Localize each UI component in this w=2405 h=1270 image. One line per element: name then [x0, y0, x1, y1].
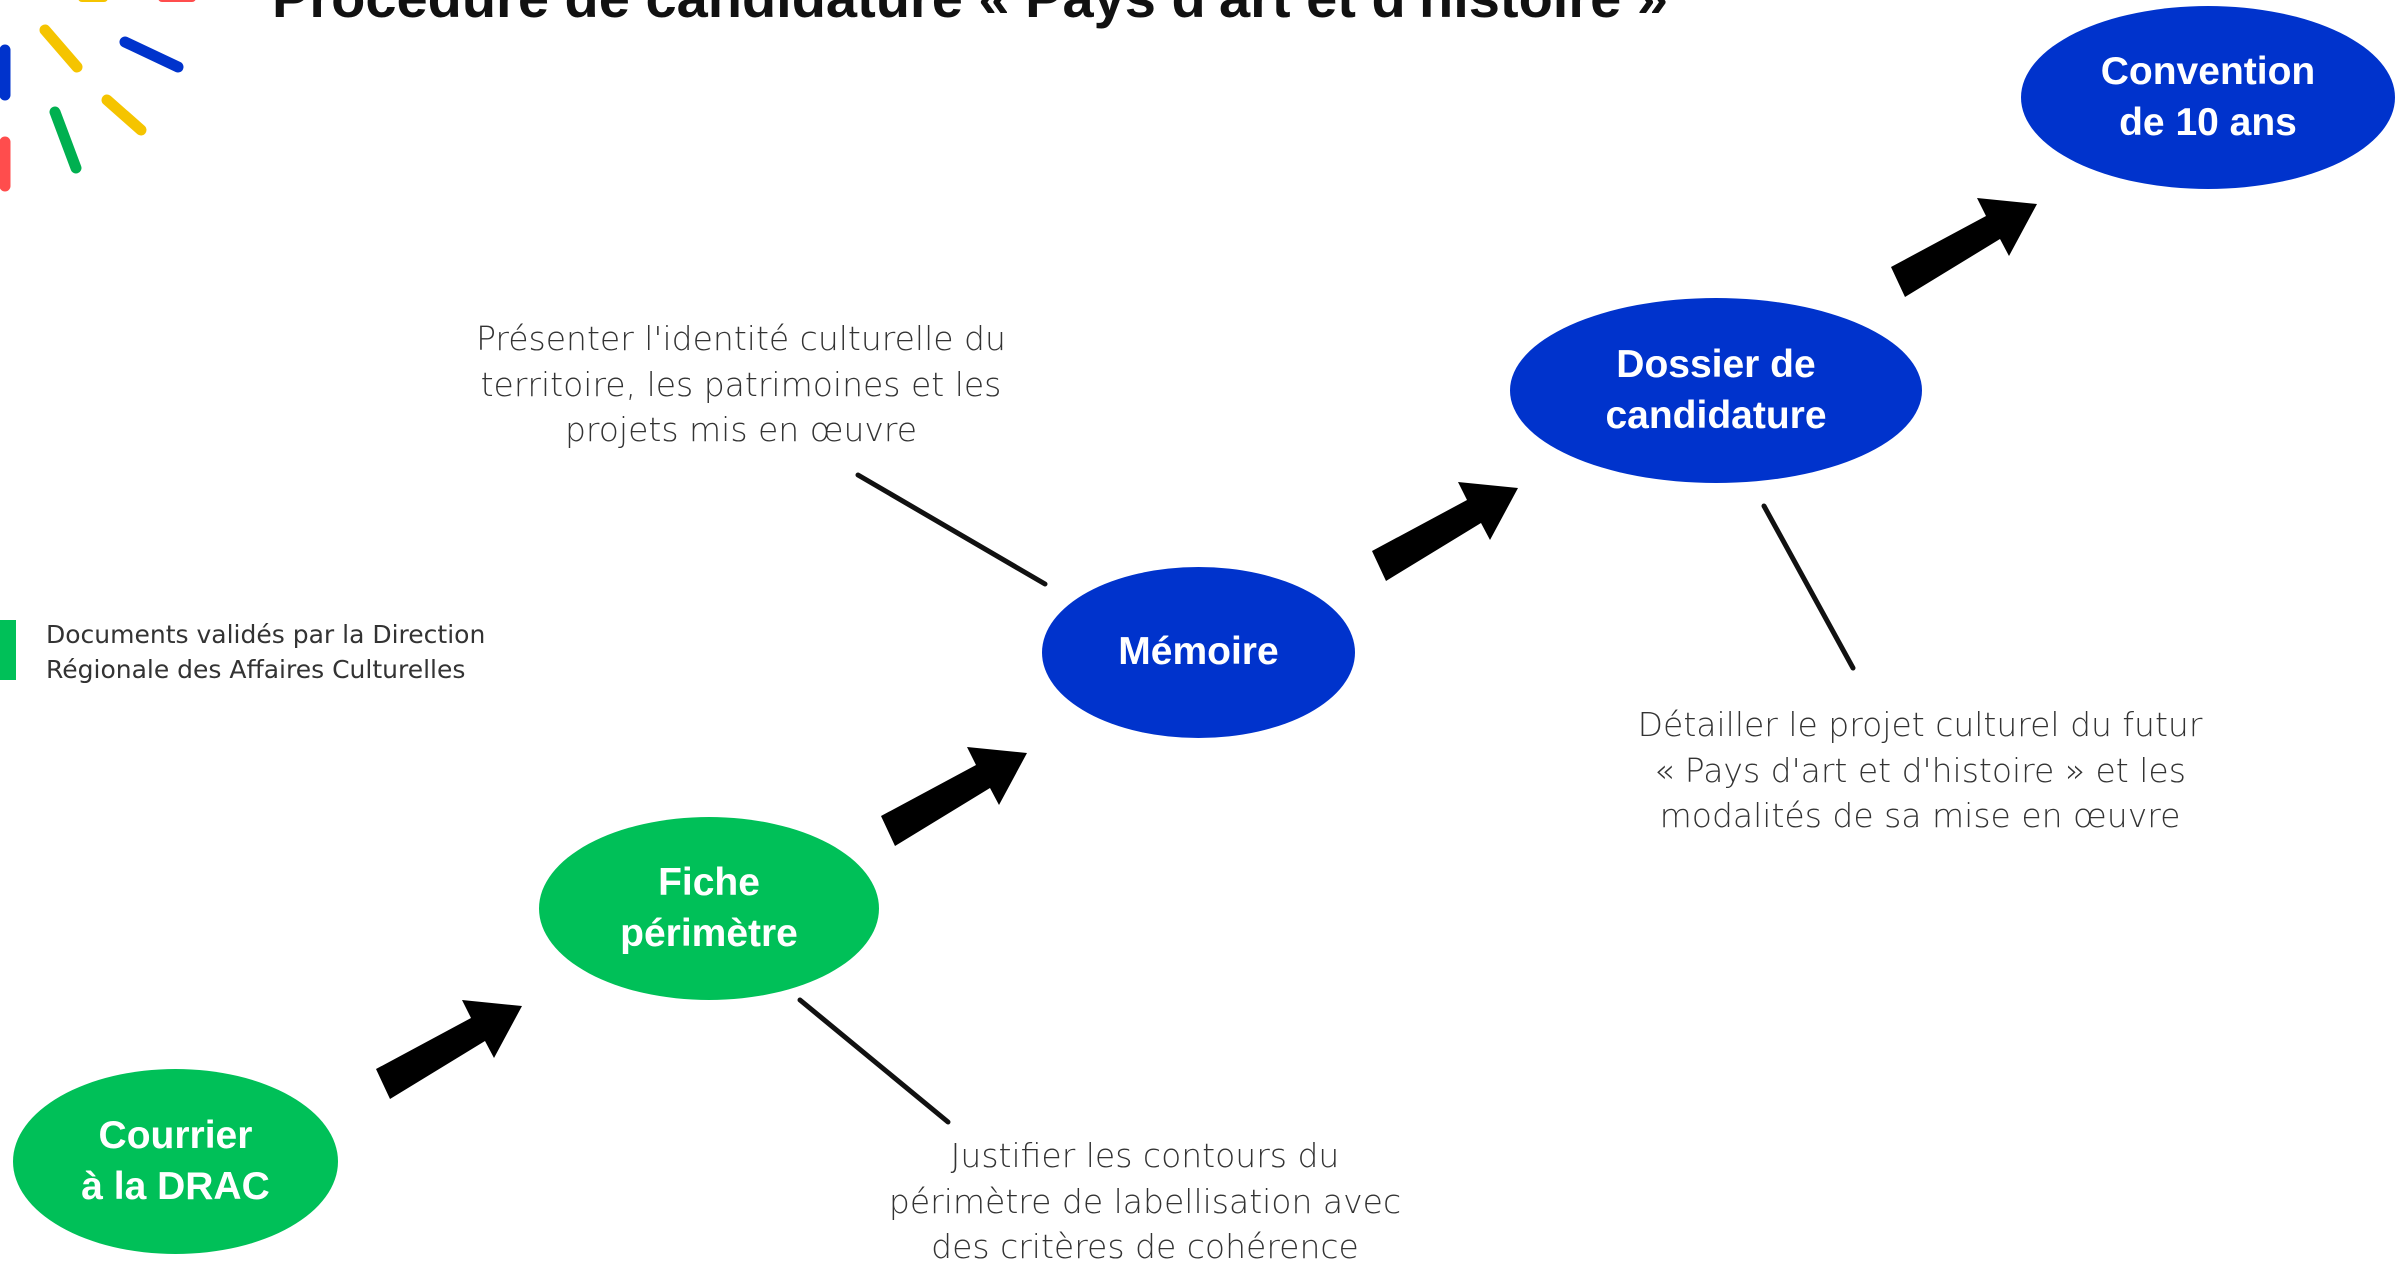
logo-dash-green: [49, 106, 82, 174]
step-courrier-node: Courrier à la DRAC: [13, 1069, 338, 1254]
note-fiche: Justifier les contours du périmètre de l…: [845, 1133, 1445, 1270]
logo-block-red: [158, 0, 196, 2]
legend-line: Documents validés par la Direction: [46, 620, 486, 649]
step-label: Fiche: [658, 860, 760, 904]
step-label: Convention: [2100, 49, 2316, 93]
logo-dash-yellow: [39, 24, 83, 73]
arrow-2: [881, 747, 1027, 846]
connector-dossier-note: [1761, 503, 1856, 671]
note-line: territoire, les patrimoines et les: [480, 364, 1002, 404]
note-line: périmètre de labellisation avec: [888, 1181, 1402, 1221]
legend-swatch: [0, 620, 16, 680]
step-label: candidature: [1605, 393, 1827, 437]
legend-line: Régionale des Affaires Culturelles: [46, 655, 466, 684]
note-line: Détailler le projet culturel du futur: [1637, 705, 2203, 744]
step-dossier-node: Dossier de candidature: [1510, 298, 1922, 483]
logo-icon: [0, 0, 196, 192]
arrow-4: [1891, 198, 2037, 297]
step-label: périmètre: [620, 911, 798, 955]
page-title: Procédure de candidature « Pays d'art et…: [272, 0, 1972, 26]
step-label: à la DRAC: [81, 1164, 270, 1208]
logo-block-yellow: [78, 0, 108, 2]
connector-fiche-note: [797, 997, 951, 1125]
note-line: Présenter l'identité culturelle du: [476, 319, 1006, 358]
note-dossier: Détailler le projet culturel du futur « …: [1620, 702, 2220, 839]
connector-memoire-note: [855, 472, 1048, 587]
step-memoire-node: Mémoire: [1042, 567, 1355, 738]
note-line: « Pays d'art et d'histoire » et les: [1654, 750, 2186, 790]
note-memoire: Présenter l'identité culturelle du terri…: [441, 316, 1041, 453]
step-label: Dossier de: [1616, 342, 1816, 386]
legend: Documents validés par la Direction Régio…: [46, 617, 485, 687]
logo-dash-blue-right: [119, 36, 184, 73]
step-fiche-node: Fiche périmètre: [539, 817, 879, 1000]
note-line: des critères de cohérence: [931, 1227, 1359, 1267]
logo-dash-yellow-2: [101, 94, 147, 136]
step-label: Mémoire: [1118, 630, 1279, 674]
note-line: modalités de sa mise en œuvre: [1659, 796, 2181, 836]
step-convention-node: Convention de 10 ans: [2021, 6, 2395, 189]
step-label: de 10 ans: [2119, 100, 2297, 144]
note-line: projets mis en œuvre: [564, 410, 918, 450]
arrow-3: [1372, 482, 1518, 581]
note-line: Justifier les contours du: [950, 1136, 1340, 1175]
step-label: Courrier: [98, 1113, 253, 1157]
arrow-1: [376, 1000, 522, 1099]
